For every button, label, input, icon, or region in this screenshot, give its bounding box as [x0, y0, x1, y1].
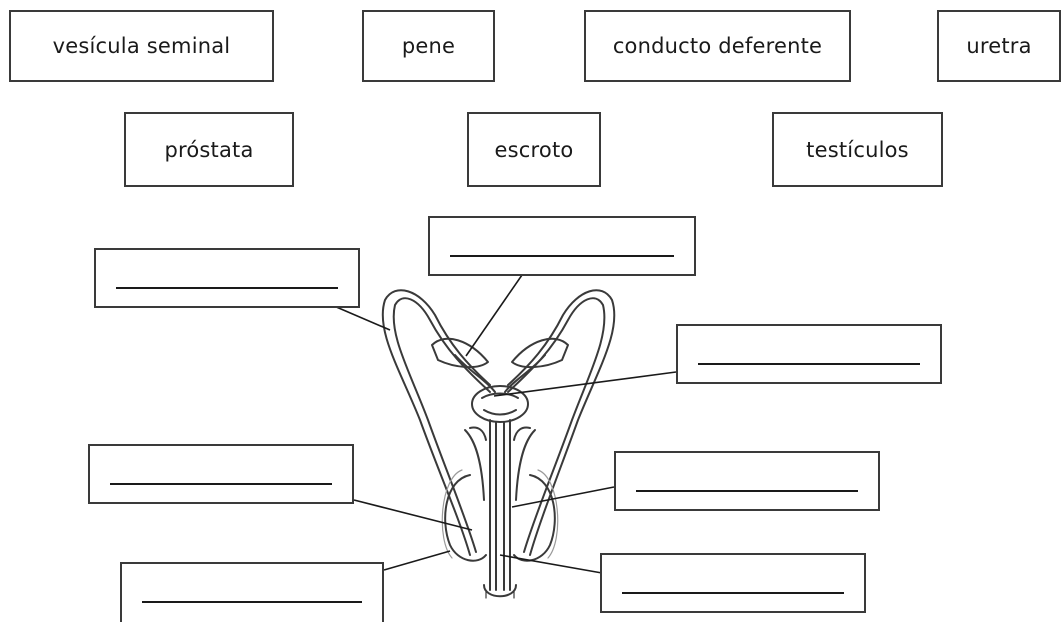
answer-box-4[interactable]	[88, 444, 354, 504]
leader-line-4	[353, 499, 473, 531]
answer-blank-line[interactable]	[116, 287, 338, 289]
vesicle-outline-left	[381, 289, 491, 556]
answer-box-1[interactable]	[94, 248, 360, 308]
answer-box-3[interactable]	[676, 324, 942, 384]
answer-box-2[interactable]	[428, 216, 696, 276]
word-prostata[interactable]: próstata	[124, 112, 294, 187]
vesicle-outline-right	[507, 289, 616, 556]
answer-box-6[interactable]	[120, 562, 384, 622]
word-conducto-deferente[interactable]: conducto deferente	[584, 10, 851, 82]
vas-right	[515, 429, 536, 501]
seminal-vesicle-left	[431, 337, 489, 368]
seminal-vesicle-right	[511, 337, 569, 368]
seminal-duct-left	[454, 354, 496, 393]
leader-line-2	[465, 274, 523, 357]
answer-blank-line[interactable]	[142, 601, 362, 603]
prostate-shape	[471, 385, 529, 423]
vesicle-outline-right-inner	[507, 297, 606, 553]
scrotum-left	[441, 469, 463, 559]
leader-line-6	[383, 550, 451, 571]
answer-blank-line[interactable]	[622, 592, 844, 594]
leader-line-1	[333, 305, 391, 331]
word-vesicula-seminal[interactable]: vesícula seminal	[9, 10, 274, 82]
word-pene[interactable]: pene	[362, 10, 495, 82]
answer-blank-line[interactable]	[636, 490, 858, 492]
answer-box-7[interactable]	[600, 553, 866, 613]
testicle-right	[513, 474, 556, 562]
leader-line-5	[511, 486, 615, 508]
word-uretra[interactable]: uretra	[937, 10, 1061, 82]
answer-blank-line[interactable]	[110, 483, 332, 485]
answer-box-5[interactable]	[614, 451, 880, 511]
word-testiculos[interactable]: testículos	[772, 112, 943, 187]
answer-blank-line[interactable]	[450, 255, 674, 257]
seminal-duct-right	[504, 354, 546, 393]
glans	[483, 584, 517, 598]
vas-left	[464, 429, 485, 501]
scrotum-right	[537, 469, 559, 559]
answer-blank-line[interactable]	[698, 363, 920, 365]
leader-line-7	[499, 554, 603, 574]
vesicle-outline-left-inner	[392, 297, 491, 553]
leader-line-3	[493, 371, 677, 397]
word-escroto[interactable]: escroto	[467, 112, 601, 187]
testicle-left	[444, 474, 487, 562]
